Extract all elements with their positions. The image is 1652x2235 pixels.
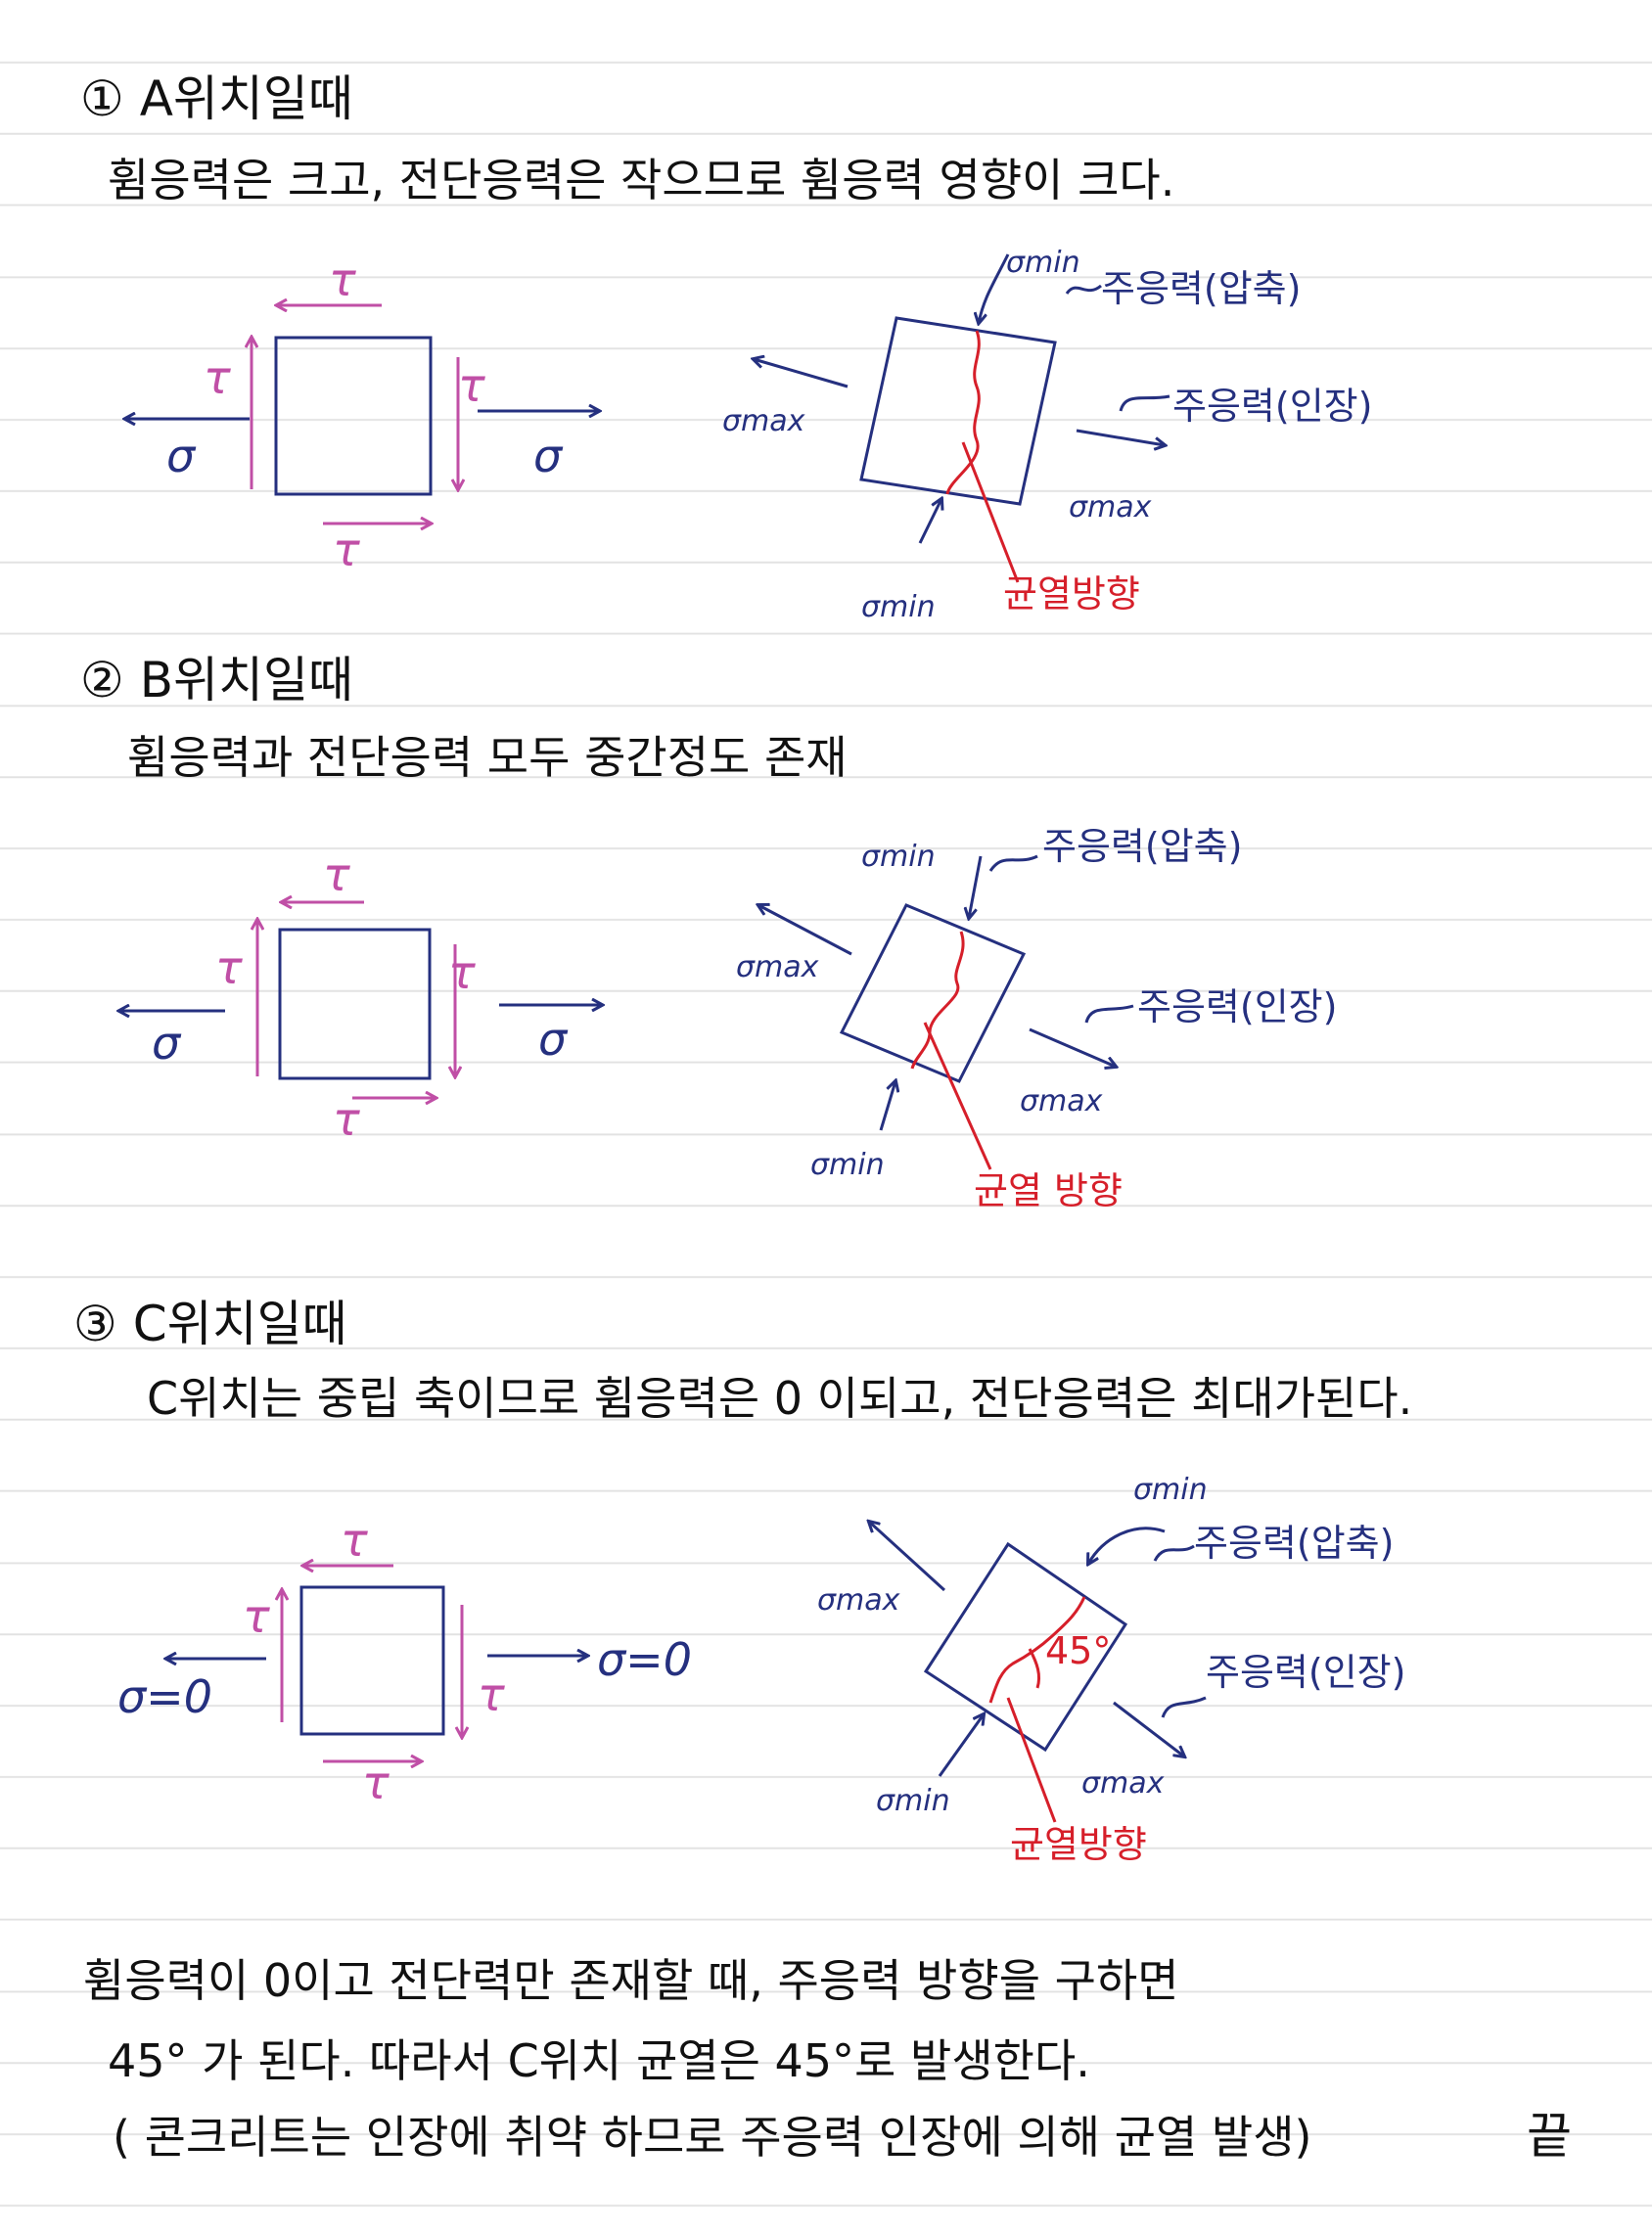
sigma-min-arrow-top	[1088, 1527, 1166, 1564]
shear-label-left: τ	[243, 1590, 270, 1643]
crack-pointer	[923, 1022, 992, 1170]
stress-element-b: τ τ τ τ σ σ	[119, 848, 602, 1146]
shear-label-left: τ	[215, 941, 243, 994]
sigma-label-left: σ=0	[117, 1670, 212, 1723]
section-1-heading: ① A위치일때	[80, 70, 353, 127]
end-mark: 끝	[1527, 2108, 1572, 2165]
shear-label-right: τ	[478, 1668, 505, 1721]
sigma-label-left: σ	[152, 1017, 182, 1070]
rotated-element-c: σmin 주응력(압축) σmax 주응력(인장) σmax σmin 균열방향…	[817, 1473, 1405, 1866]
conclusion-line-2: 45° 가 된다. 따라서 C위치 균열은 45°로 발생한다.	[108, 2034, 1090, 2087]
element-square	[278, 928, 432, 1080]
sigma-max-label-right: σmax	[1020, 1084, 1103, 1118]
section-3-heading: ③ C위치일때	[73, 1296, 347, 1352]
shear-label-bottom: τ	[362, 1756, 390, 1809]
shear-label-right: τ	[448, 946, 476, 999]
compression-tilde	[1153, 1544, 1195, 1562]
sigma-min-arrow-top	[969, 855, 983, 918]
conclusion-line-3: ( 콘크리트는 인장에 취약 하므로 주응력 인장에 의해 균열 발생)	[113, 2111, 1312, 2164]
stress-element-c: τ τ τ τ σ=0 σ=0	[117, 1514, 692, 1809]
compression-tilde	[1065, 284, 1102, 295]
crack-direction-label: 균열 방향	[974, 1169, 1123, 1212]
section-2-text: 휨응력과 전단응력 모두 중간정도 존재	[127, 731, 848, 784]
sigma-max-arrow-left	[869, 1522, 946, 1592]
crack-line	[988, 1596, 1086, 1704]
shear-label-bottom: τ	[333, 524, 360, 576]
sigma-max-arrow-left	[754, 359, 849, 388]
rotated-element-a: σmin 주응력(압축) σmax 주응력(인장) σmax σmin 균열방향	[722, 246, 1372, 624]
sigma-label-right: σ=0	[597, 1633, 692, 1686]
sigma-max-label-right: σmax	[1069, 490, 1152, 525]
sigma-max-arrow-left	[758, 905, 852, 956]
sigma-max-label-left: σmax	[817, 1583, 900, 1618]
crack-line	[910, 931, 965, 1070]
shear-label-right: τ	[458, 359, 485, 412]
shear-label-top: τ	[329, 253, 356, 306]
sigma-max-label-right: σmax	[1081, 1766, 1165, 1801]
sigma-min-arrow-top	[979, 253, 1010, 323]
sigma-min-arrow-bottom	[918, 499, 941, 544]
sigma-min-label-top: σmin	[861, 840, 936, 874]
tension-tilde	[1119, 394, 1170, 412]
sigma-min-label-top: σmin	[1133, 1473, 1208, 1507]
tension-label: 주응력(인장)	[1206, 1651, 1405, 1694]
sigma-label-right: σ	[538, 1013, 569, 1066]
shear-label-left: τ	[204, 351, 231, 404]
element-square	[274, 336, 433, 496]
conclusion-line-1: 휨응력이 0이고 전단력만 존재할 때, 주응력 방향을 구하면	[83, 1954, 1179, 2007]
shear-label-top: τ	[323, 848, 350, 901]
angle-label: 45°	[1045, 1629, 1111, 1672]
sigma-max-arrow-right	[1113, 1701, 1184, 1756]
shear-label-top: τ	[341, 1514, 368, 1567]
tension-label: 주응력(인장)	[1137, 985, 1337, 1028]
sigma-min-label-bottom: σmin	[861, 590, 936, 624]
crack-pointer	[1006, 1697, 1057, 1823]
compression-label: 주응력(압축)	[1194, 1522, 1394, 1565]
sigma-min-label-bottom: σmin	[810, 1148, 885, 1182]
rotated-element-b: σmin 주응력(압축) σmax 주응력(인장) σmax σmin 균열 방…	[736, 825, 1337, 1212]
sigma-max-label-left: σmax	[736, 950, 819, 984]
section-2-heading: ② B위치일때	[80, 652, 353, 708]
sigma-label-right: σ	[533, 430, 564, 482]
compression-tilde	[988, 854, 1038, 872]
sigma-max-arrow-right	[1076, 429, 1165, 445]
compression-label: 주응력(압축)	[1101, 267, 1301, 310]
rotated-square	[859, 316, 1057, 506]
sigma-min-label-top: σmin	[1006, 246, 1080, 280]
crack-line	[945, 330, 981, 495]
compression-label: 주응력(압축)	[1042, 825, 1242, 868]
section-1-text: 휨응력은 크고, 전단응력은 작으므로 휨응력 영향이 크다.	[108, 154, 1174, 206]
tension-tilde	[1161, 1696, 1207, 1718]
sigma-min-label-bottom: σmin	[876, 1784, 950, 1818]
crack-direction-label: 균열방향	[1010, 1823, 1147, 1866]
angle-arc	[1028, 1648, 1041, 1689]
rotated-square	[923, 1541, 1128, 1753]
shear-label-bottom: τ	[333, 1093, 360, 1146]
rotated-square	[839, 903, 1027, 1083]
crack-pointer	[961, 441, 1020, 583]
tension-label: 주응력(인장)	[1172, 385, 1372, 428]
sigma-label-left: σ	[166, 430, 197, 482]
sigma-min-arrow-bottom	[879, 1081, 895, 1131]
sigma-max-arrow-right	[1029, 1027, 1116, 1067]
crack-direction-label: 균열방향	[1003, 572, 1140, 616]
sigma-min-arrow-bottom	[938, 1714, 984, 1777]
sigma-max-label-left: σmax	[722, 404, 805, 438]
tension-tilde	[1084, 1004, 1134, 1024]
stress-element-a: τ τ τ τ σ σ	[125, 253, 599, 576]
section-3-text: C위치는 중립 축이므로 휨응력은 0 이되고, 전단응력은 최대가된다.	[147, 1372, 1412, 1425]
element-square	[299, 1585, 445, 1736]
